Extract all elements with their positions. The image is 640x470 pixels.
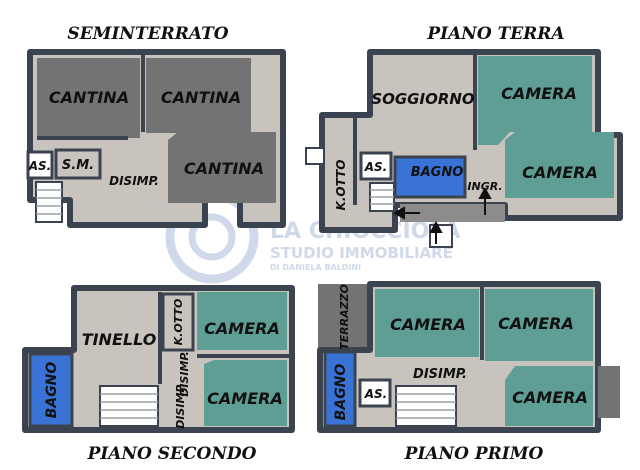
room-camera-3 xyxy=(505,366,593,426)
floor-title-piano-secondo: PIANO SECONDO xyxy=(87,444,257,464)
label-cantina-3: CANTINA xyxy=(184,159,264,178)
label-as: AS. xyxy=(364,160,388,174)
room-tinello xyxy=(80,294,158,384)
room-camera-1 xyxy=(197,292,287,350)
label-soggiorno: SOGGIORNO xyxy=(371,90,475,108)
floor-title-piano-primo: PIANO PRIMO xyxy=(404,444,544,464)
label-camera-3: CAMERA xyxy=(512,388,588,407)
label-camera-1: CAMERA xyxy=(390,315,466,334)
room-as xyxy=(26,150,54,180)
room-camera-2 xyxy=(505,132,614,198)
arrow-left-icon xyxy=(392,206,405,220)
arrow-up-icon xyxy=(429,220,443,233)
room-terrazzo xyxy=(318,284,370,350)
floor-title-piano-terra: PIANO TERRA xyxy=(426,24,564,44)
label-camera-2: CAMERA xyxy=(207,389,283,408)
floor-piano-secondo: PIANO SECONDO TINELLO CAMERA CAMERA K.OT… xyxy=(22,285,295,464)
room-bagno xyxy=(323,350,357,428)
label-bagno: BAGNO xyxy=(411,165,464,180)
room-bagno xyxy=(393,155,467,199)
floor-title-seminterrato: SEMINTERRATO xyxy=(67,24,228,44)
floor-piano-primo: PIANO PRIMO CAMERA CAMERA CAMERA DISIMP.… xyxy=(317,281,620,464)
room-bagno xyxy=(28,352,74,428)
label-camera-1: CAMERA xyxy=(501,84,577,103)
label-tinello: TINELLO xyxy=(82,330,157,349)
label-sm: S.M. xyxy=(62,158,94,173)
label-cucinotto: K.OTTO xyxy=(172,299,185,346)
piano-primo-stairs xyxy=(395,385,457,427)
label-bagno: BAGNO xyxy=(44,362,60,419)
watermark-agency: STUDIO IMMOBILIARE xyxy=(270,244,453,262)
label-disimpegno: DISIMP. xyxy=(413,367,467,382)
label-as: AS. xyxy=(28,159,52,173)
label-cantina-1: CANTINA xyxy=(49,88,129,107)
room-as xyxy=(358,378,392,408)
room-camera-2 xyxy=(204,360,287,426)
floor-seminterrato: SEMINTERRATO CANTINA CANTINA CANTINA AS.… xyxy=(26,24,286,228)
room-camera-2 xyxy=(485,289,593,361)
label-terrazzo: TERRAZZO xyxy=(338,284,351,350)
label-ingresso: INGR. xyxy=(467,180,502,193)
room-as xyxy=(359,151,393,181)
floor-piano-terra: PIANO TERRA SOGGIORNO CAMERA xyxy=(305,24,623,248)
label-camera-2: CAMERA xyxy=(522,163,598,182)
room-camera-1 xyxy=(478,56,592,145)
label-disimpegno-1: DISIMP. xyxy=(178,351,191,397)
seminterrato-stairs xyxy=(35,181,63,223)
room-cantina-1 xyxy=(37,58,140,138)
label-disimpegno-2: DISIMP. xyxy=(174,383,187,429)
piano-terra-stairs xyxy=(369,182,395,212)
label-cucinotto: K.OTTO xyxy=(334,160,348,211)
room-cantina-2 xyxy=(146,58,251,133)
room-cucinotto xyxy=(161,292,195,352)
piano-secondo-stairs xyxy=(99,385,159,427)
room-cantina-3 xyxy=(168,132,276,203)
label-disimpegno: DISIMP. xyxy=(109,174,159,188)
arrow-up-icon xyxy=(478,186,492,199)
label-camera-2: CAMERA xyxy=(498,314,574,333)
label-bagno: BAGNO xyxy=(333,364,349,421)
watermark-agent: DI DANIELA BALDINI xyxy=(270,263,361,272)
label-as: AS. xyxy=(364,387,388,401)
entry-arrows xyxy=(392,186,492,244)
label-cantina-2: CANTINA xyxy=(161,88,241,107)
label-camera-1: CAMERA xyxy=(204,319,280,338)
room-camera-1 xyxy=(375,289,479,357)
room-sm xyxy=(54,148,102,180)
